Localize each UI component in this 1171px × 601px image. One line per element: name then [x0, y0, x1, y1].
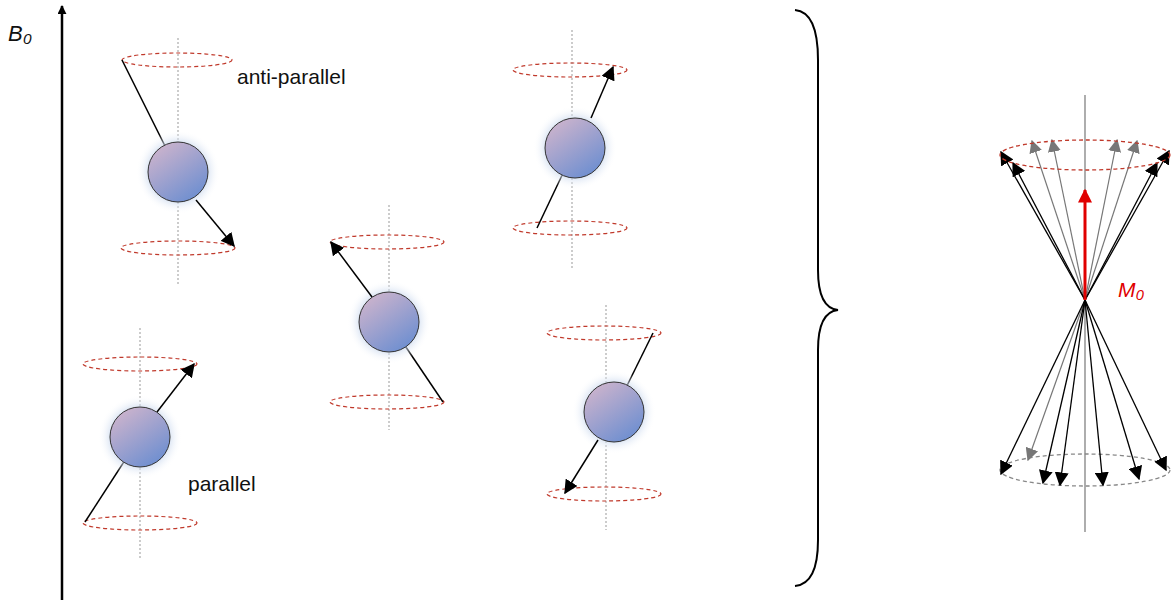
spin-4	[83, 328, 197, 560]
state-label: anti-parallel	[237, 65, 346, 88]
field-axis	[61, 6, 64, 600]
field-label: B₀	[8, 22, 32, 46]
spin-3	[330, 205, 444, 430]
spin-2	[513, 30, 627, 268]
spin-1	[121, 38, 235, 285]
magnetization-cone	[1000, 95, 1170, 532]
magnetization-label: M₀	[1118, 278, 1144, 301]
state-label: parallel	[188, 472, 256, 495]
spin-5	[547, 305, 661, 530]
curly-brace	[795, 10, 838, 586]
